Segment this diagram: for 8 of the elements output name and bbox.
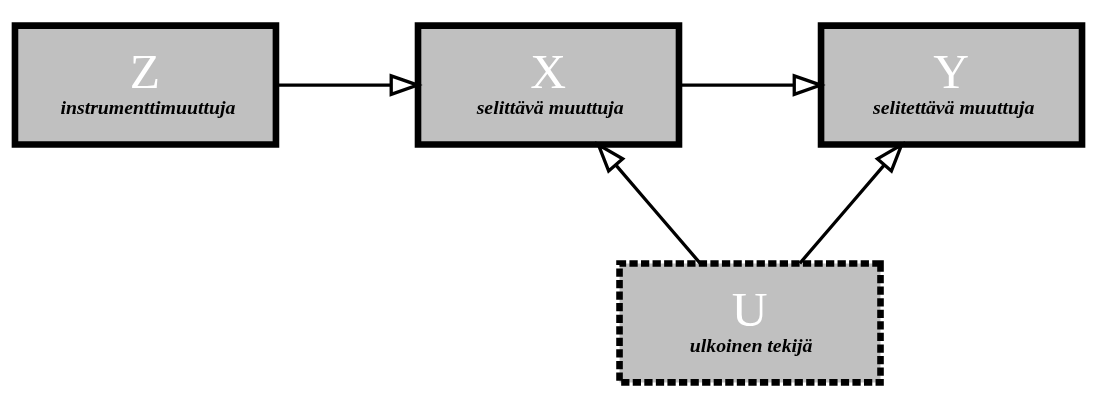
node-box: X selittävä muuttuja	[414, 22, 683, 148]
node-box: Y selitettävä muuttuja	[817, 22, 1086, 148]
arrow	[595, 141, 702, 265]
arrow	[679, 73, 826, 97]
node-box: Z instrumenttimuuttuja	[11, 22, 280, 148]
arrow	[798, 141, 905, 265]
node-box: U ulkoinen tekijä	[616, 260, 884, 386]
arrow	[276, 73, 423, 97]
